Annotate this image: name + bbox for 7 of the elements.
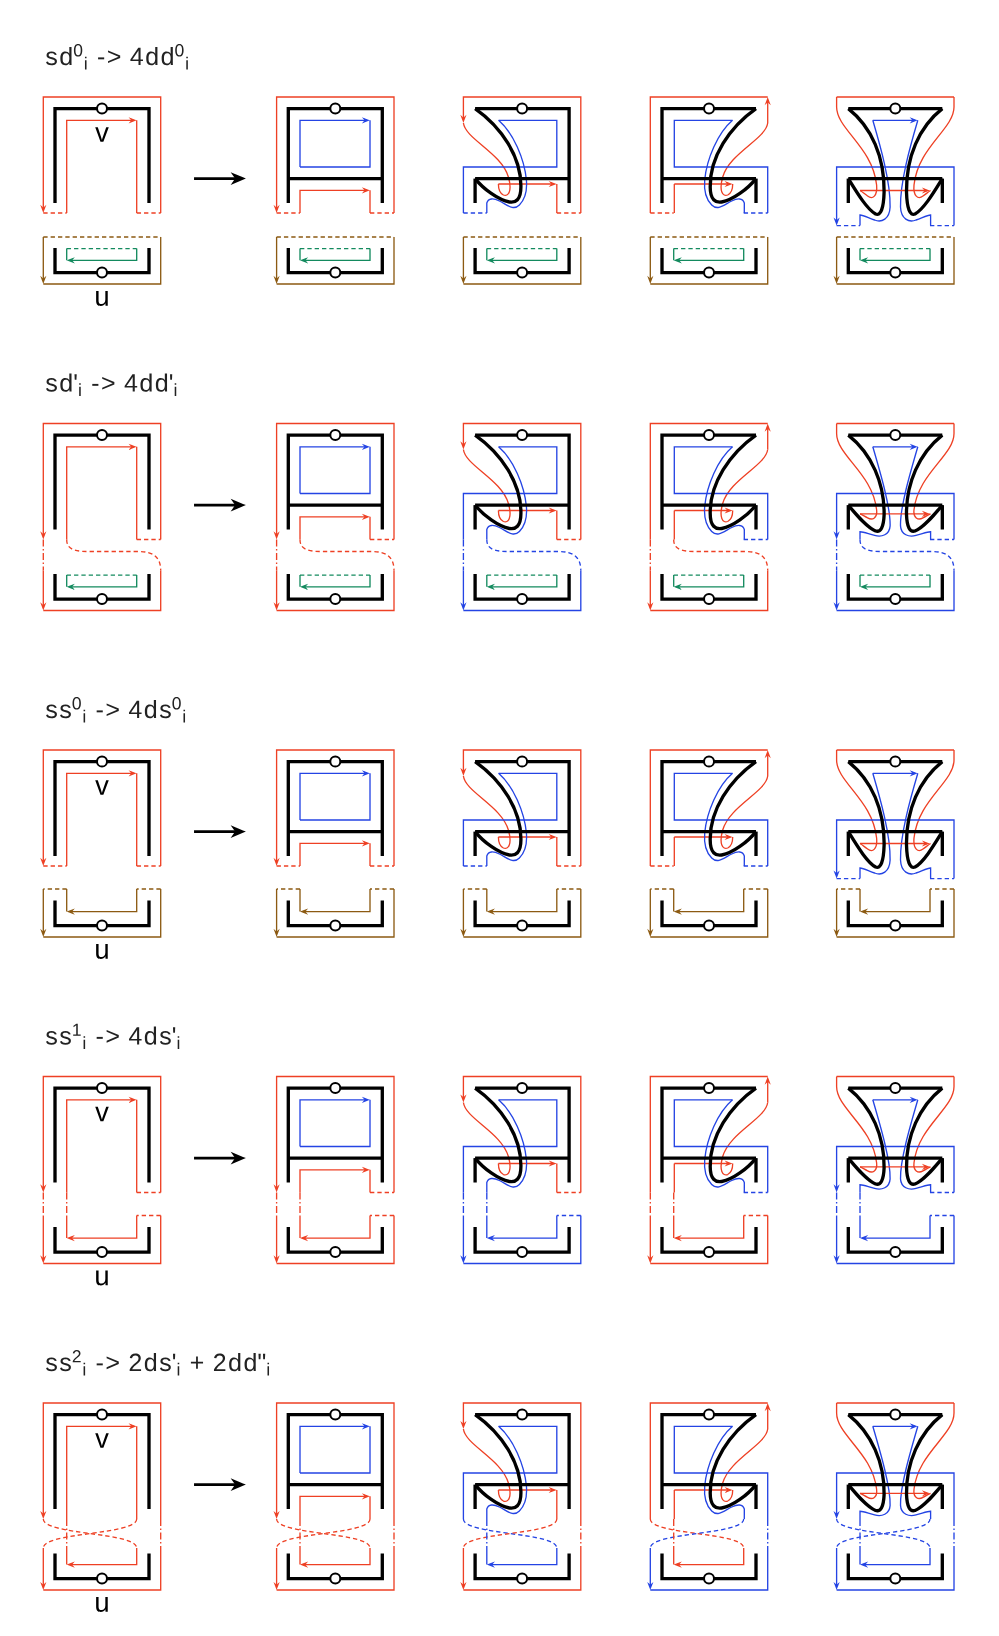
- vertex-label: v: [95, 1106, 109, 1122]
- vertex-label: v: [95, 1433, 109, 1448]
- heading: sd$^{0}$$_{i}$ -> 4dd$^{0}$i: [46, 44, 188, 70]
- heading: ss$^{2}$$_{i}$ -> 2ds'$_{i}$ + 2dd"$_{i}$: [46, 1350, 270, 1376]
- heading: sd'$_{i}$ -> 4dd'$_{i}$: [46, 373, 177, 396]
- heading: ss$^{1}$$_{i}$ -> 4ds'$_{i}$: [46, 1023, 180, 1049]
- heading: ss$^{0}$$_{i}$ -> 4ds$^{0}$i: [46, 697, 186, 723]
